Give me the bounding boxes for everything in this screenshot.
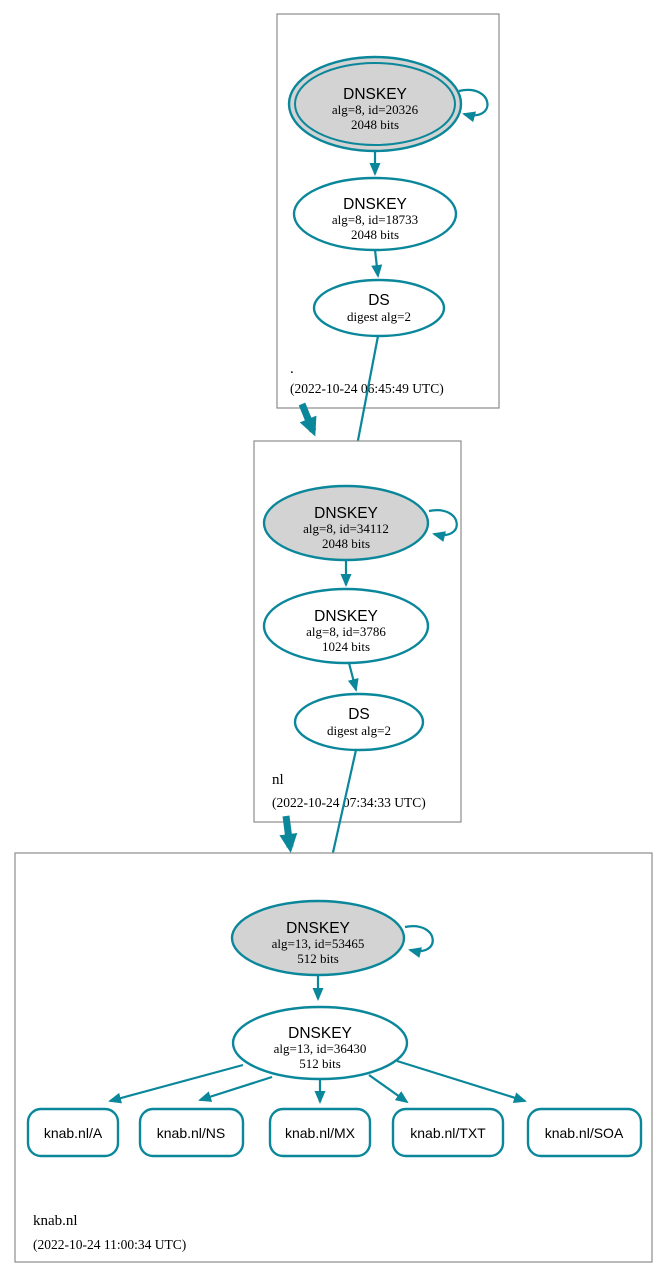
dnskey-ksk-root-detail: alg=8, id=20326 — [332, 102, 419, 117]
edge-root-zsk-to-ds — [371, 249, 383, 278]
rrset-knab-nl-ns[interactable]: knab.nl/NS — [138, 1107, 245, 1158]
zone-timestamp-nl: (2022-10-24 07:34:33 UTC) — [272, 795, 426, 810]
dnskey-ksk-knab-title: DNSKEY — [286, 920, 350, 937]
edge-knab-zsk-to-soa — [396, 1059, 527, 1103]
dnskey-zsk-nl-title: DNSKEY — [314, 608, 378, 625]
dnskey-zsk-knab-nl[interactable]: DNSKEY alg=13, id=36430 512 bits — [231, 1005, 409, 1081]
rrset-knab-nl-soa-label: knab.nl/SOA — [545, 1125, 624, 1141]
dnskey-ksk-root-bits: 2048 bits — [351, 117, 399, 132]
ds-root[interactable]: DS digest alg=2 — [312, 278, 446, 338]
zone-label-nl: nl — [272, 772, 284, 788]
dnskey-ksk-knab-detail: alg=13, id=53465 — [272, 936, 365, 951]
dnskey-ksk-knab-nl[interactable]: DNSKEY alg=13, id=53465 512 bits — [230, 899, 406, 977]
dnskey-ksk-nl[interactable]: DNSKEY alg=8, id=34112 2048 bits — [262, 484, 430, 562]
self-sign-loop-nl-ksk — [428, 509, 458, 542]
dnskey-zsk-root-detail: alg=8, id=18733 — [332, 212, 418, 227]
edge-knab-zsk-to-ns — [198, 1075, 273, 1102]
dnskey-ksk-nl-bits: 2048 bits — [322, 536, 370, 551]
edge-nl-zsk-to-ds — [347, 662, 359, 692]
dnskey-ksk-knab-bits: 512 bits — [297, 951, 339, 966]
ds-nl-title: DS — [348, 706, 370, 723]
dnskey-zsk-nl[interactable]: DNSKEY alg=8, id=3786 1024 bits — [262, 587, 430, 665]
rrset-knab-nl-mx[interactable]: knab.nl/MX — [268, 1107, 372, 1158]
dnskey-zsk-root-title: DNSKEY — [343, 196, 407, 213]
rrset-knab-nl-mx-label: knab.nl/MX — [285, 1125, 356, 1141]
zone-timestamp-knab-nl: (2022-10-24 11:00:34 UTC) — [33, 1237, 186, 1252]
ds-root-detail: digest alg=2 — [347, 309, 411, 324]
rrset-knab-nl-a-label: knab.nl/A — [44, 1125, 103, 1141]
dnskey-zsk-knab-detail: alg=13, id=36430 — [274, 1041, 367, 1056]
dnskey-ksk-nl-title: DNSKEY — [314, 505, 378, 522]
dnskey-zsk-knab-title: DNSKEY — [288, 1025, 352, 1042]
delegation-arrow-nl-to-knab — [279, 815, 298, 853]
zone-label-knab-nl: knab.nl — [33, 1213, 78, 1229]
edge-knab-zsk-to-a — [108, 1063, 244, 1104]
rrset-knab-nl-txt[interactable]: knab.nl/TXT — [391, 1107, 505, 1158]
self-sign-loop-knab-ksk — [404, 925, 434, 958]
ds-root-title: DS — [368, 292, 390, 309]
dnskey-zsk-root-bits: 2048 bits — [351, 227, 399, 242]
dnskey-zsk-nl-detail: alg=8, id=3786 — [306, 624, 386, 639]
dnskey-zsk-nl-bits: 1024 bits — [322, 639, 370, 654]
dnskey-zsk-root[interactable]: DNSKEY alg=8, id=18733 2048 bits — [292, 176, 458, 252]
self-sign-loop-root-ksk — [458, 88, 489, 123]
delegation-arrow-root-to-nl — [298, 402, 317, 437]
dnskey-ksk-root-title: DNSKEY — [343, 86, 407, 103]
rrset-knab-nl-txt-label: knab.nl/TXT — [410, 1125, 486, 1141]
rrset-knab-nl-soa[interactable]: knab.nl/SOA — [526, 1107, 643, 1158]
rrset-knab-nl-ns-label: knab.nl/NS — [157, 1125, 225, 1141]
edge-knab-zsk-to-txt — [368, 1074, 409, 1104]
zone-label-root: . — [290, 361, 294, 377]
dnskey-zsk-knab-bits: 512 bits — [299, 1056, 341, 1071]
dnskey-ksk-nl-detail: alg=8, id=34112 — [303, 521, 389, 536]
rrset-knab-nl-a[interactable]: knab.nl/A — [26, 1107, 120, 1158]
ds-nl[interactable]: DS digest alg=2 — [293, 692, 425, 752]
dnskey-ksk-root[interactable]: DNSKEY alg=8, id=20326 2048 bits — [287, 55, 463, 153]
ds-nl-detail: digest alg=2 — [327, 723, 391, 738]
